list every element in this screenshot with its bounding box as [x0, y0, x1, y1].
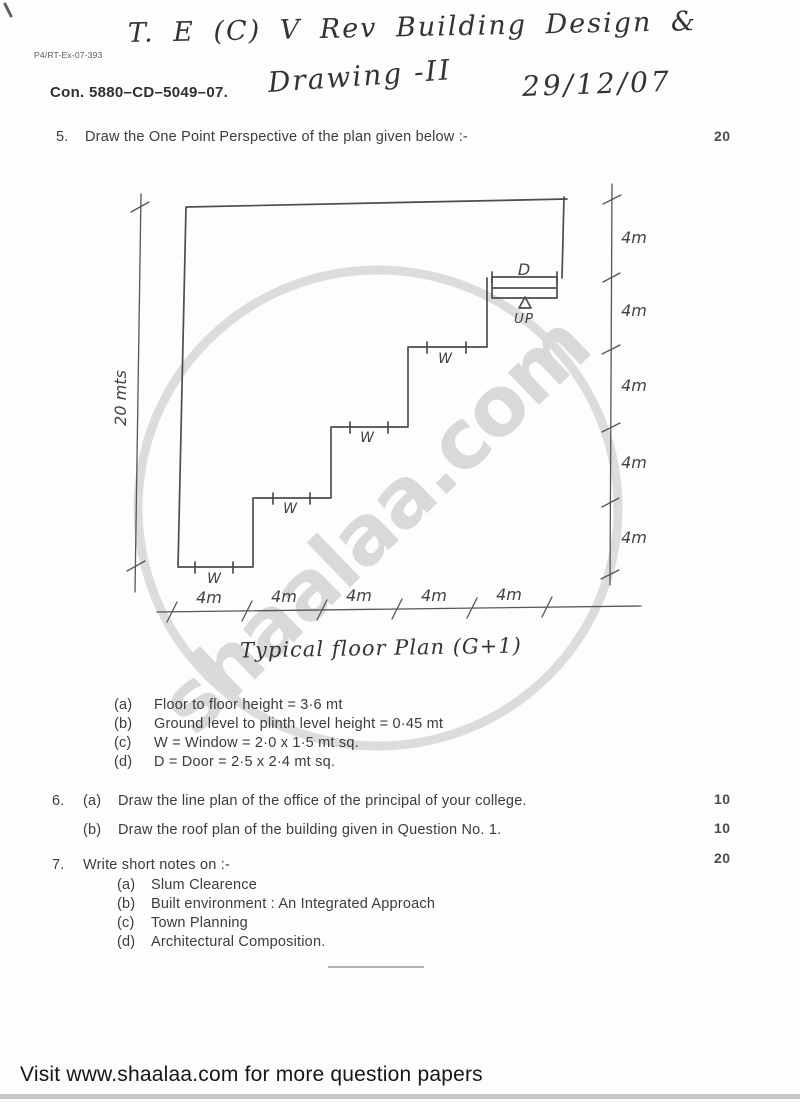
- q6a-marks: 10: [714, 791, 731, 807]
- watermark-text: shaalaa.com: [142, 298, 608, 753]
- watermark-circle: [133, 265, 623, 751]
- right-dimension-line: [609, 183, 613, 586]
- bottom-scan-edge: [0, 1094, 800, 1099]
- window-label: W: [283, 501, 298, 517]
- note-text: Ground level to plinth level height = 0·…: [154, 716, 444, 732]
- q6a-text: Draw the line plan of the office of the …: [118, 793, 527, 809]
- left-dimension-ticks: [126, 201, 150, 572]
- note-label: (b): [114, 716, 133, 732]
- handwritten-subject-line1: T. E (C) V Rev Building Design &: [127, 6, 698, 49]
- note-label: (c): [114, 735, 132, 751]
- stair-up-arrow-icon: [518, 296, 532, 309]
- right-dim-label: 4m: [621, 376, 647, 395]
- q5-marks: 20: [714, 128, 731, 144]
- diagram-caption: Typical floor Plan (G+1): [239, 633, 523, 663]
- window-label: W: [360, 430, 375, 446]
- q6b-text: Draw the roof plan of the building given…: [118, 822, 502, 838]
- q7-item-label: (a): [117, 877, 136, 893]
- right-dim-label: 4m: [621, 453, 647, 472]
- q7-item-text: Built environment : An Integrated Approa…: [151, 896, 436, 912]
- q7-marks: 20: [714, 850, 731, 866]
- right-dim-label: 4m: [621, 301, 647, 320]
- bottom-dimension-ticks: [166, 596, 553, 623]
- left-dim-label: 20 mts: [111, 370, 130, 426]
- window-ticks: [194, 341, 467, 574]
- q7-item-text: Architectural Composition.: [151, 934, 326, 950]
- q6a-label: (a): [83, 793, 102, 809]
- bottom-dim-label: 4m: [196, 588, 222, 607]
- handwritten-exam-date: 29/12/07: [521, 64, 673, 103]
- q7-item-label: (c): [117, 915, 135, 931]
- bottom-dim-label: 4m: [496, 585, 522, 604]
- q6b-label: (b): [83, 822, 102, 838]
- plan-outline: [177, 198, 568, 568]
- window-label: W: [207, 571, 222, 587]
- footer-site-note: Visit www.shaalaa.com for more question …: [20, 1063, 483, 1086]
- handwritten-subject-line2: Drawing -II: [266, 53, 453, 99]
- staircase-rect: [491, 276, 558, 299]
- scan-artifact-mark: [3, 2, 13, 18]
- q7-text: Write short notes on :-: [83, 857, 230, 873]
- note-label: (d): [114, 754, 133, 770]
- note-text: W = Window = 2·0 x 1·5 mt sq.: [154, 735, 359, 751]
- q6b-marks: 10: [714, 820, 731, 836]
- note-label: (a): [114, 697, 133, 713]
- plan-right-wall: [561, 196, 565, 279]
- right-dim-label: 4m: [621, 228, 647, 247]
- q7-item-label: (b): [117, 896, 136, 912]
- up-label: UP: [514, 311, 534, 327]
- q7-item-text: Town Planning: [151, 915, 248, 931]
- bottom-dim-label: 4m: [421, 586, 447, 605]
- right-dimension-ticks: [600, 194, 622, 580]
- q5-text: Draw the One Point Perspective of the pl…: [85, 129, 468, 145]
- bottom-dim-label: 4m: [271, 587, 297, 606]
- bottom-dimension-line: [156, 605, 642, 613]
- con-number: Con. 5880–CD–5049–07.: [50, 84, 229, 101]
- left-dimension-line: [134, 193, 142, 593]
- q7-item-label: (d): [117, 934, 136, 950]
- note-text: D = Door = 2·5 x 2·4 mt sq.: [154, 754, 336, 770]
- paper-print-code: P4/RT-Ex-07-393: [34, 50, 103, 60]
- note-text: Floor to floor height = 3·6 mt: [154, 697, 343, 713]
- door-label: D: [518, 260, 530, 279]
- bottom-dim-label: 4m: [346, 586, 372, 605]
- staircase-end-ticks: [491, 271, 558, 284]
- q7-number: 7.: [52, 857, 65, 873]
- q7-item-text: Slum Clearence: [151, 877, 257, 893]
- q5-number: 5.: [56, 129, 69, 145]
- q6-number: 6.: [52, 793, 65, 809]
- scan-smudge-icon: [3, 2, 13, 18]
- end-divider: [328, 966, 424, 968]
- window-label: W: [438, 351, 453, 367]
- right-dim-label: 4m: [621, 528, 647, 547]
